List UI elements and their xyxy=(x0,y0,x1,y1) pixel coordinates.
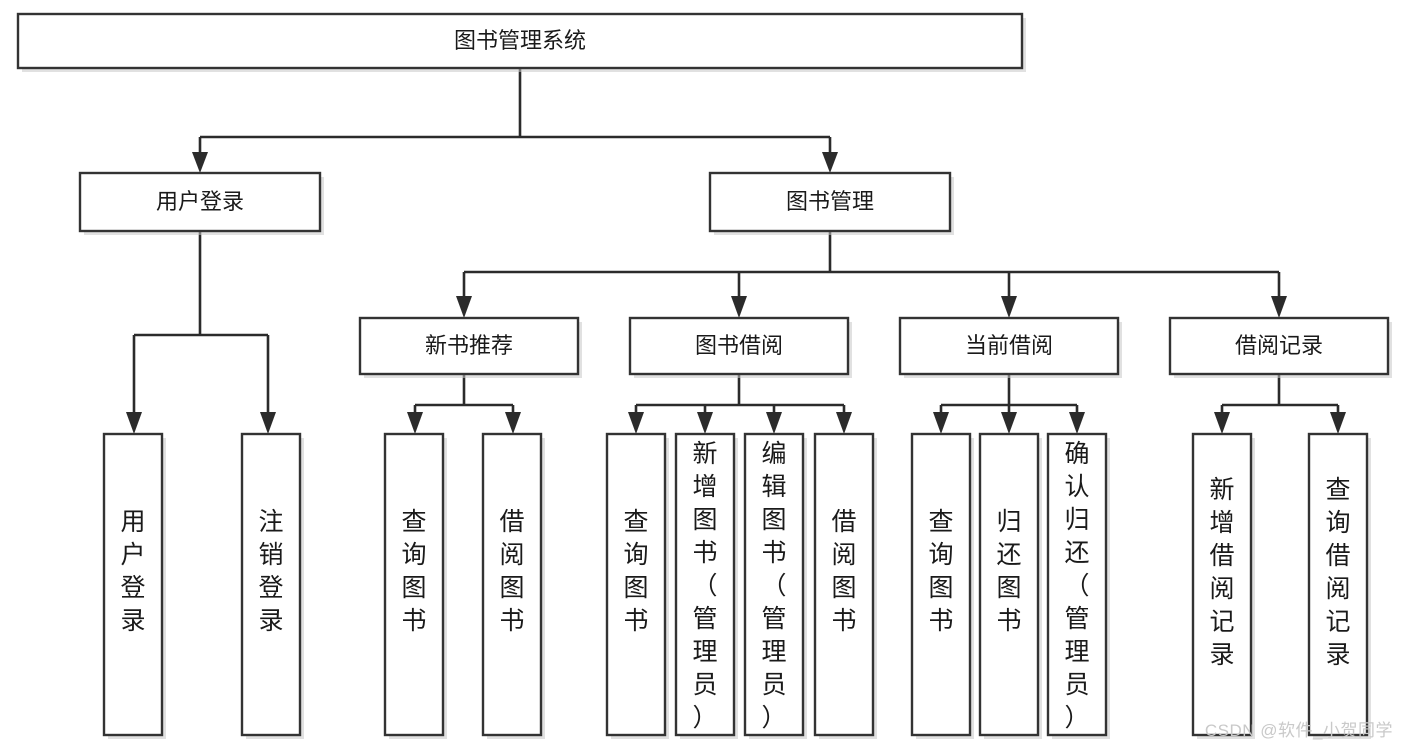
node-leaf-add-book[interactable]: 新增图书（管理员） xyxy=(674,432,738,739)
node-leaf-edit-book-label: 编辑图书（管理员） xyxy=(761,440,786,732)
node-leaf-query-book-3-box[interactable] xyxy=(910,432,972,737)
node-user-login-label: 用户登录 xyxy=(156,189,244,214)
node-leaf-add-book-box[interactable] xyxy=(674,432,736,737)
node-book-borrow[interactable]: 图书借阅 xyxy=(628,316,852,378)
node-leaf-return-book-box[interactable] xyxy=(978,432,1040,737)
node-leaf-user-login[interactable]: 用户登录 xyxy=(102,432,166,739)
node-leaf-confirm-return[interactable]: 确认归还（管理员） xyxy=(1046,432,1110,739)
arrow-to-new-book-recommend xyxy=(456,296,472,318)
node-leaf-query-book-2[interactable]: 查询图书 xyxy=(605,432,669,739)
node-leaf-query-record-box[interactable] xyxy=(1307,432,1369,737)
node-borrow-record-box[interactable] xyxy=(1168,316,1390,376)
node-borrow-record-label: 借阅记录 xyxy=(1235,333,1323,358)
node-new-book-recommend-label: 新书推荐 xyxy=(425,333,513,358)
node-leaf-query-record-label: 查询借阅记录 xyxy=(1325,476,1350,669)
node-book-borrow-box[interactable] xyxy=(628,316,850,376)
node-current-borrow[interactable]: 当前借阅 xyxy=(898,316,1122,378)
node-leaf-query-record[interactable]: 查询借阅记录 xyxy=(1307,432,1371,739)
arrow-to-leaf-return-book xyxy=(1001,412,1017,434)
arrow-to-leaf-logout-login xyxy=(260,412,276,434)
node-leaf-query-book-1[interactable]: 查询图书 xyxy=(383,432,447,739)
node-leaf-query-book-3[interactable]: 查询图书 xyxy=(910,432,974,739)
node-leaf-query-book-1-label: 查询图书 xyxy=(401,508,426,635)
node-leaf-borrow-book-2-box[interactable] xyxy=(813,432,875,737)
node-book-management-box[interactable] xyxy=(708,171,952,233)
node-leaf-borrow-book-2-label: 借阅图书 xyxy=(831,508,856,635)
node-leaf-add-record-label: 新增借阅记录 xyxy=(1209,476,1234,669)
node-leaf-query-book-2-box[interactable] xyxy=(605,432,667,737)
node-layer: 图书管理系统 用户登录 图书管理 新书推荐 xyxy=(16,12,1392,739)
node-user-login[interactable]: 用户登录 xyxy=(78,171,324,235)
node-leaf-add-record[interactable]: 新增借阅记录 xyxy=(1191,432,1255,739)
arrow-to-user-login xyxy=(192,152,208,173)
edge-layer xyxy=(126,69,1346,434)
node-leaf-query-book-1-box[interactable] xyxy=(383,432,445,737)
node-root[interactable]: 图书管理系统 xyxy=(16,12,1026,72)
node-leaf-user-login-box[interactable] xyxy=(102,432,164,737)
arrow-to-leaf-add-book xyxy=(697,412,713,434)
node-leaf-add-record-box[interactable] xyxy=(1191,432,1253,737)
arrow-to-leaf-query-book-3 xyxy=(933,412,949,434)
node-leaf-edit-book[interactable]: 编辑图书（管理员） xyxy=(743,432,807,739)
node-leaf-confirm-return-label: 确认归还（管理员） xyxy=(1064,440,1089,732)
arrow-to-leaf-confirm-return xyxy=(1069,412,1085,434)
node-book-borrow-label: 图书借阅 xyxy=(695,333,783,358)
node-leaf-logout-login-box[interactable] xyxy=(240,432,302,737)
node-leaf-borrow-book-2[interactable]: 借阅图书 xyxy=(813,432,877,739)
node-current-borrow-label: 当前借阅 xyxy=(965,333,1053,358)
node-leaf-confirm-return-box[interactable] xyxy=(1046,432,1108,737)
node-new-book-recommend-box[interactable] xyxy=(358,316,580,376)
node-user-login-box[interactable] xyxy=(78,171,322,233)
node-root-box[interactable] xyxy=(16,12,1024,70)
arrow-to-book-management xyxy=(822,152,838,173)
node-leaf-query-book-3-label: 查询图书 xyxy=(928,508,953,635)
node-book-management-label: 图书管理 xyxy=(786,189,874,214)
node-leaf-return-book[interactable]: 归还图书 xyxy=(978,432,1042,739)
arrow-to-leaf-query-book-1 xyxy=(407,412,423,434)
node-leaf-logout-login-label: 注销登录 xyxy=(258,508,283,635)
node-leaf-logout-login[interactable]: 注销登录 xyxy=(240,432,304,739)
node-leaf-user-login-label: 用户登录 xyxy=(120,508,145,635)
arrow-to-current-borrow xyxy=(1001,296,1017,318)
node-leaf-edit-book-box[interactable] xyxy=(743,432,805,737)
node-leaf-add-book-label: 新增图书（管理员） xyxy=(692,440,717,732)
arrow-to-leaf-add-record xyxy=(1214,412,1230,434)
arrow-to-leaf-query-book-2 xyxy=(628,412,644,434)
node-new-book-recommend[interactable]: 新书推荐 xyxy=(358,316,582,378)
node-leaf-return-book-label: 归还图书 xyxy=(996,508,1021,635)
arrow-to-leaf-borrow-book-2 xyxy=(836,412,852,434)
arrow-to-leaf-borrow-book-1 xyxy=(505,412,521,434)
node-current-borrow-box[interactable] xyxy=(898,316,1120,376)
csdn-watermark: CSDN @软件_小贺同学 xyxy=(1204,721,1393,740)
node-leaf-borrow-book-1[interactable]: 借阅图书 xyxy=(481,432,545,739)
node-root-label: 图书管理系统 xyxy=(454,28,586,53)
node-leaf-borrow-book-1-label: 借阅图书 xyxy=(499,508,524,635)
arrow-to-borrow-record xyxy=(1271,296,1287,318)
arrow-to-leaf-user-login xyxy=(126,412,142,434)
arrow-to-book-borrow xyxy=(731,296,747,318)
node-borrow-record[interactable]: 借阅记录 xyxy=(1168,316,1392,378)
node-book-management[interactable]: 图书管理 xyxy=(708,171,954,235)
arrow-to-leaf-edit-book xyxy=(766,412,782,434)
node-leaf-query-book-2-label: 查询图书 xyxy=(623,508,648,635)
node-leaf-borrow-book-1-box[interactable] xyxy=(481,432,543,737)
arrow-to-leaf-query-record xyxy=(1330,412,1346,434)
